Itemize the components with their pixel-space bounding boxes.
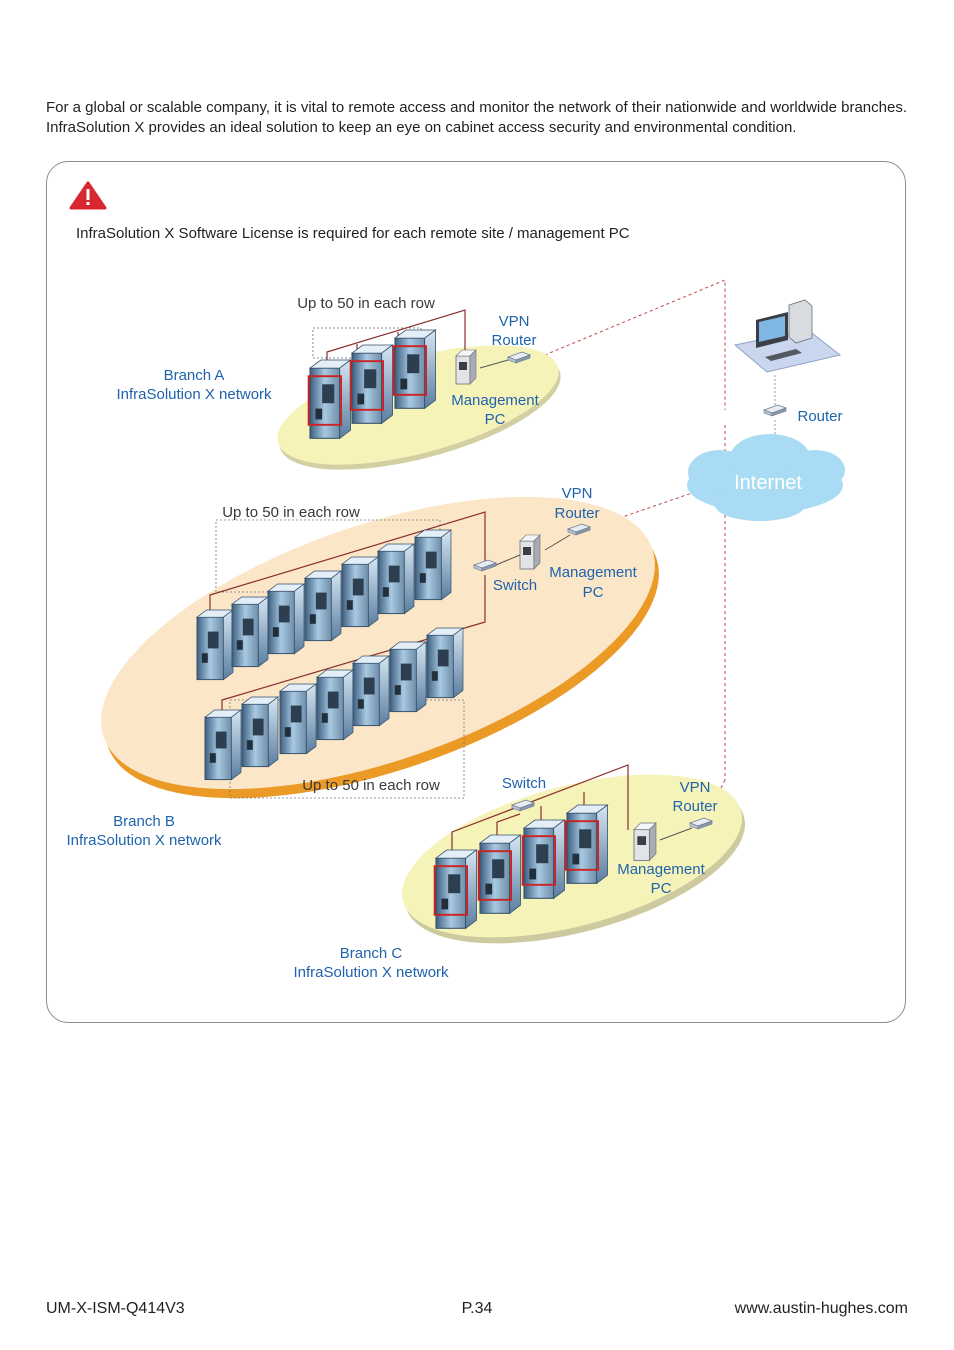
footer-page-number: P.34 [461, 1300, 493, 1317]
branch-c-racks [435, 764, 713, 928]
internet-cloud-icon [687, 434, 845, 521]
branch-c-mgmt-label-2: PC [651, 880, 672, 897]
branch-b-vpn-label-1: VPN [562, 485, 593, 502]
branch-a-network: InfraSolution X network [116, 386, 272, 403]
branch-b-mgmt-label-2: PC [583, 584, 604, 601]
branch-c-switch-label: Switch [502, 775, 546, 792]
branch-a-name: Branch A [164, 367, 225, 384]
diagram-frame [46, 161, 906, 1023]
branch-c-mgmt-label-1: Management [617, 861, 705, 878]
internet-label: Internet [734, 472, 802, 494]
branch-c-vpn-label-2: Router [672, 798, 717, 815]
branch-c-vpn-label-1: VPN [680, 779, 711, 796]
branch-b-switch-label: Switch [493, 577, 537, 594]
footer-website: www.austin-hughes.com [734, 1300, 908, 1317]
branch-c-network: InfraSolution X network [293, 964, 449, 981]
branch-c-name: Branch C [340, 945, 403, 962]
branch-a-row-label: Up to 50 in each row [297, 295, 435, 312]
branch-a-mgmt-label-2: PC [485, 411, 506, 428]
branch-b-row-label-bottom: Up to 50 in each row [302, 777, 440, 794]
remote-router-label: Router [797, 408, 842, 425]
branch-a-vpn-label-1: VPN [499, 313, 530, 330]
branch-b-name: Branch B [113, 813, 175, 830]
remote-router-icon [763, 404, 787, 417]
intro-paragraph: For a global or scalable company, it is … [46, 99, 907, 136]
warning-icon [69, 181, 107, 210]
branch-b-racks [196, 511, 591, 799]
license-notice: InfraSolution X Software License is requ… [76, 225, 630, 242]
branch-b-network: InfraSolution X network [66, 832, 222, 849]
remote-pc-icon [733, 299, 842, 373]
branch-a-racks [309, 309, 531, 438]
branch-b-vpn-label-2: Router [554, 505, 599, 522]
footer-doc-code: UM-X-ISM-Q414V3 [46, 1300, 185, 1317]
branch-a-vpn-label-2: Router [491, 332, 536, 349]
branch-b-row-label-top: Up to 50 in each row [222, 504, 360, 521]
branch-a-mgmt-label-1: Management [451, 392, 539, 409]
branch-b-mgmt-label-1: Management [549, 564, 637, 581]
